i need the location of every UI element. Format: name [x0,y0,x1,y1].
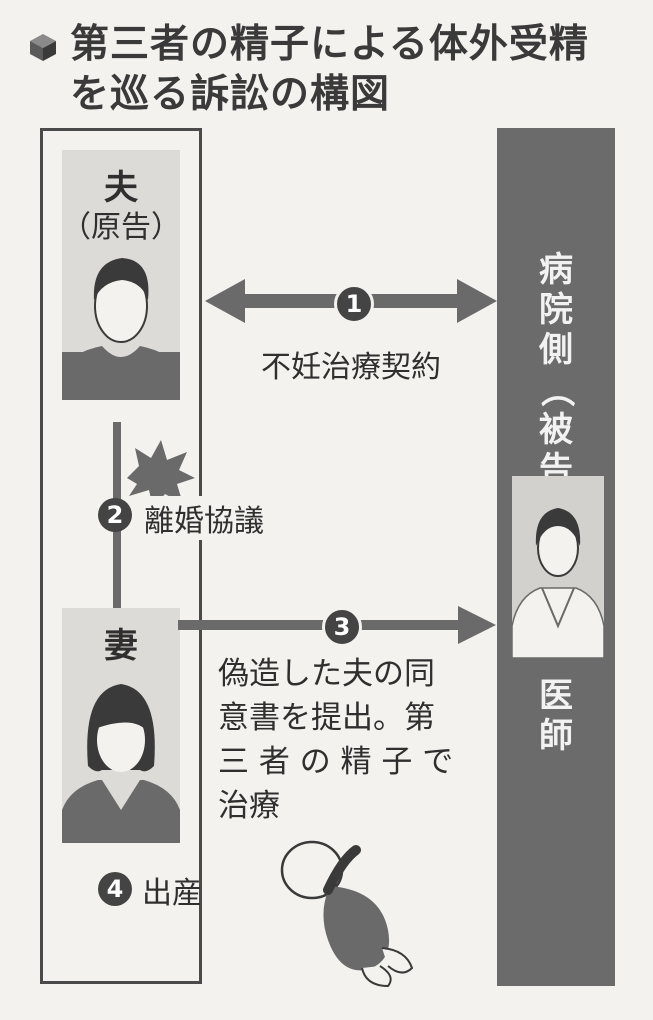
step-3-badge: 3 [322,607,362,647]
cube-icon [30,34,56,61]
baby-icon [280,840,414,988]
doctor-label: 医 師 [539,676,573,756]
husband-silhouette-icon [62,258,180,400]
step-2-label: 離婚協議 [144,496,264,540]
step-2-badge: 2 [98,498,132,532]
step-3-arrow [178,606,496,644]
wife-label: 妻 [104,626,138,666]
wife-silhouette-icon [62,684,180,843]
husband-label: 夫 [104,168,138,208]
step-1-label: 不妊治療契約 [261,350,441,385]
husband-role: （原告） [61,210,181,245]
title-line-2: を巡る訴訟の構図 [70,72,391,117]
step-1-badge: 1 [334,284,374,324]
conflict-burst-icon [127,440,195,508]
step-4-badge: 4 [98,872,132,906]
title-line-1: 第三者の精子による体外受精 [70,22,589,67]
step-3-note: 偽造した夫の同 意書を提出。第 三 者 の 精 子 で 治療 [218,656,454,824]
step-4-label: 出産 [142,876,202,911]
doctor-silhouette-icon [511,508,605,659]
